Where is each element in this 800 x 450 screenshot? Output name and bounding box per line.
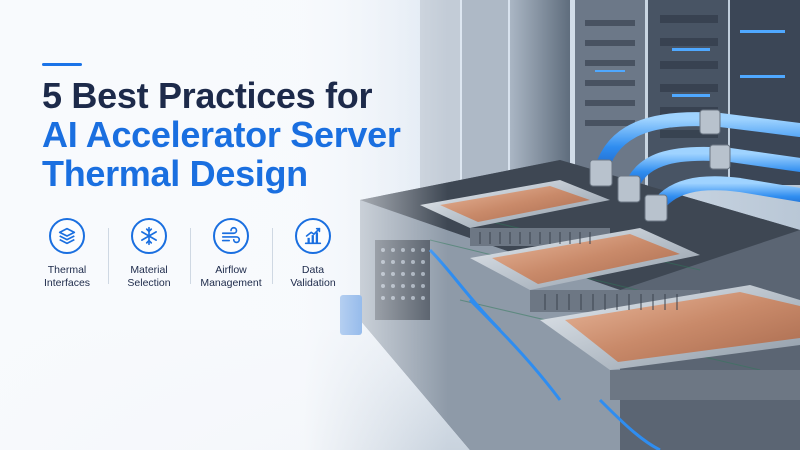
- feature-thermal-interfaces: Thermal Interfaces: [26, 218, 108, 298]
- feature-label: Material Selection: [127, 264, 171, 289]
- accent-line: [42, 63, 82, 66]
- airflow-icon: [213, 218, 249, 254]
- feature-label: Data Validation: [290, 264, 336, 289]
- page-title: 5 Best Practices for AI Accelerator Serv…: [42, 76, 401, 193]
- title-line-2: AI Accelerator Server: [42, 114, 401, 155]
- feature-data-validation: Data Validation: [272, 218, 354, 298]
- feature-material-selection: Material Selection: [108, 218, 190, 298]
- title-line-1: 5 Best Practices for: [42, 75, 373, 116]
- feature-list: Thermal Interfaces Material Selection: [26, 218, 356, 298]
- feature-airflow-management: Airflow Management: [190, 218, 272, 298]
- feature-label: Airflow Management: [200, 264, 262, 289]
- title-line-3: Thermal Design: [42, 153, 308, 194]
- snowflake-icon: [131, 218, 167, 254]
- chart-icon: [295, 218, 331, 254]
- layers-icon: [49, 218, 85, 254]
- feature-label: Thermal Interfaces: [43, 264, 91, 289]
